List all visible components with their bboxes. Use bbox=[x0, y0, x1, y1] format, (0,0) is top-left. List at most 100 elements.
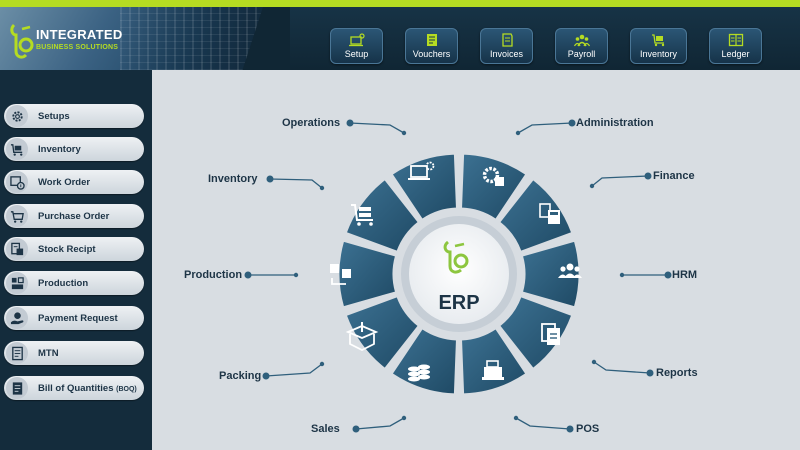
connector-end-production bbox=[293, 272, 299, 278]
payroll-button-label: Payroll bbox=[567, 49, 596, 59]
team-icon bbox=[558, 263, 582, 278]
connector-line-finance bbox=[591, 175, 649, 187]
sidebar-item-mtn[interactable]: MTN bbox=[4, 341, 144, 365]
sidebar-item-label: Setups bbox=[38, 110, 70, 122]
connector-dot-administration bbox=[568, 119, 576, 127]
connector-dot-packing bbox=[262, 372, 270, 380]
setup-button[interactable]: Setup bbox=[330, 28, 383, 64]
connector-line-reports bbox=[593, 361, 651, 374]
sidebar-item-label: Payment Request bbox=[38, 312, 118, 324]
connector-line-inventory bbox=[269, 178, 323, 189]
connector-end-pos bbox=[513, 415, 519, 421]
sidebar-item-bill-of-quantities[interactable]: Bill of Quantities (BOQ) bbox=[4, 376, 144, 400]
cash-register-icon bbox=[482, 360, 504, 380]
inventory-cart-wheel-icon bbox=[351, 204, 373, 226]
payroll-icon bbox=[573, 34, 590, 47]
connector-end-packing bbox=[319, 361, 325, 367]
package-icon bbox=[345, 322, 379, 352]
module-label-packing[interactable]: Packing bbox=[219, 370, 262, 382]
brand-name: INTEGRATED bbox=[36, 27, 123, 42]
production-icon bbox=[11, 276, 24, 289]
sidebar-item-label: Purchase Order bbox=[38, 210, 110, 222]
inventory-button-label: Inventory bbox=[639, 49, 678, 59]
sidebar-icon-wrap bbox=[6, 205, 28, 227]
sidebar-item-production[interactable]: Production bbox=[4, 271, 144, 295]
connector-dot-hrm bbox=[664, 271, 672, 279]
invoices-button[interactable]: Invoices bbox=[480, 28, 533, 64]
boq-label-main: Bill of Quantities bbox=[38, 382, 114, 394]
erp-hub-label: ERP bbox=[438, 292, 479, 314]
wheel-segment-hrm[interactable] bbox=[521, 240, 580, 308]
module-label-sales[interactable]: Sales bbox=[311, 423, 340, 435]
wheel-segment-administration[interactable] bbox=[461, 153, 527, 220]
module-label-reports[interactable]: Reports bbox=[656, 367, 698, 379]
ledger-icon bbox=[728, 33, 743, 47]
module-label-finance[interactable]: Finance bbox=[653, 170, 695, 182]
connector-end-operations bbox=[401, 130, 407, 136]
boq-label-suffix: (BOQ) bbox=[116, 385, 137, 393]
ledger-button[interactable]: Ledger bbox=[709, 28, 762, 64]
connector-line-packing bbox=[265, 363, 323, 377]
payroll-button[interactable]: Payroll bbox=[555, 28, 608, 64]
admin-gear-icon bbox=[482, 166, 504, 186]
brand-banner: INTEGRATED BUSINESS SOLUTIONS bbox=[0, 7, 290, 70]
wheel-segment-finance[interactable] bbox=[499, 178, 573, 252]
ledger-button-label: Ledger bbox=[721, 49, 750, 59]
wheel-segments bbox=[338, 153, 580, 395]
sidebar-item-label: Bill of Quantities (BOQ) bbox=[38, 383, 137, 394]
stock-receipt-icon bbox=[10, 242, 23, 255]
sidebar-item-label: Stock Recipt bbox=[38, 243, 96, 255]
voucher-icon bbox=[426, 34, 437, 46]
sidebar-icon-wrap bbox=[6, 238, 28, 260]
erp-hub[interactable] bbox=[409, 224, 509, 324]
module-label-production[interactable]: Production bbox=[184, 269, 243, 281]
sidebar: Setups Inventory Work Order Purchase Ord… bbox=[0, 70, 152, 450]
module-label-hrm[interactable]: HRM bbox=[672, 269, 698, 281]
sidebar-item-setups[interactable]: Setups bbox=[4, 104, 144, 128]
top-navigation: Setup Vouchers Invoices Payroll Inventor… bbox=[330, 28, 762, 64]
coin-stack-icon bbox=[408, 364, 430, 382]
sidebar-item-stock-recipt[interactable]: Stock Recipt bbox=[4, 237, 144, 261]
sidebar-item-payment-request[interactable]: Payment Request bbox=[4, 306, 144, 330]
wheel-segment-sales[interactable] bbox=[391, 328, 457, 395]
wheel-segment-production[interactable] bbox=[338, 240, 397, 308]
setup-icon bbox=[348, 33, 365, 47]
finance-calculator-icon bbox=[539, 203, 560, 224]
module-label-operations[interactable]: Operations bbox=[282, 117, 341, 129]
connector-dot-finance bbox=[644, 172, 652, 180]
wheel-segment-reports[interactable] bbox=[499, 296, 573, 370]
setup-button-label: Setup bbox=[344, 49, 369, 59]
connector-end-finance bbox=[589, 183, 595, 189]
gear-icon bbox=[11, 110, 23, 122]
module-label-inventory[interactable]: Inventory bbox=[208, 173, 258, 185]
top-accent-bar bbox=[0, 0, 800, 7]
connector-end-inventory bbox=[319, 185, 325, 191]
connector-line-pos bbox=[515, 417, 571, 430]
sidebar-item-work-order[interactable]: Work Order bbox=[4, 170, 144, 194]
cart-icon bbox=[10, 143, 22, 156]
production-boxes-icon bbox=[330, 264, 351, 285]
vouchers-button[interactable]: Vouchers bbox=[405, 28, 458, 64]
connector-dot-pos bbox=[566, 425, 574, 433]
module-label-administration[interactable]: Administration bbox=[576, 117, 654, 129]
connector-end-administration bbox=[515, 130, 521, 136]
brand-tagline: BUSINESS SOLUTIONS bbox=[36, 44, 119, 51]
sidebar-icon-wrap bbox=[6, 272, 28, 294]
payment-hand-icon bbox=[10, 311, 23, 324]
sidebar-item-inventory[interactable]: Inventory bbox=[4, 137, 144, 161]
sidebar-icon-wrap bbox=[6, 105, 28, 127]
wheel-segment-inventory[interactable] bbox=[345, 178, 419, 252]
invoice-icon bbox=[501, 33, 513, 47]
tbs-logo-icon bbox=[10, 23, 34, 59]
connector-dot-inventory bbox=[266, 175, 274, 183]
tbs-logo-icon bbox=[443, 240, 469, 274]
sidebar-icon-wrap bbox=[6, 171, 28, 193]
inventory-button[interactable]: Inventory bbox=[630, 28, 687, 64]
wheel-segment-packing[interactable] bbox=[345, 296, 419, 370]
connector-line-operations bbox=[349, 122, 405, 134]
sidebar-item-label: Work Order bbox=[38, 176, 91, 188]
sidebar-item-purchase-order[interactable]: Purchase Order bbox=[4, 204, 144, 228]
wheel-segment-operations[interactable] bbox=[391, 153, 457, 220]
reports-document-icon bbox=[541, 323, 560, 345]
module-label-pos[interactable]: POS bbox=[576, 423, 600, 435]
